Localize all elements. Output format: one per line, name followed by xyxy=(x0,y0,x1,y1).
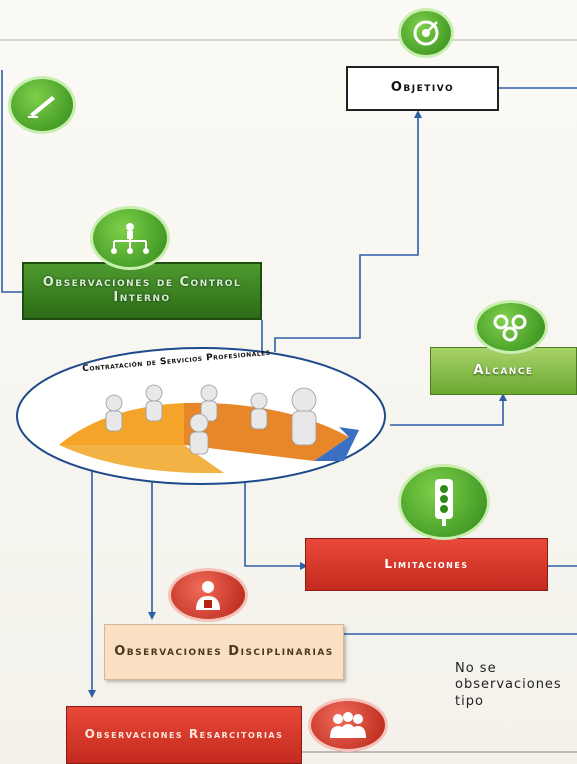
person-icon xyxy=(168,568,248,622)
org-chart-icon xyxy=(90,206,170,270)
center-node xyxy=(14,345,389,487)
note-text: No se observaciones tipo xyxy=(455,661,562,709)
objetivo-box: Objetivo xyxy=(346,66,499,111)
traffic-light-icon xyxy=(398,464,490,540)
pen-icon xyxy=(8,76,76,134)
alcance-box: Alcance xyxy=(430,347,577,395)
resarcitorias-box: Observaciones Resarcitorias xyxy=(66,706,302,764)
target-icon xyxy=(398,8,454,58)
group-icon xyxy=(308,698,388,752)
disciplinarias-box: Observaciones Disciplinarias xyxy=(104,624,344,680)
limitaciones-box: Limitaciones xyxy=(305,538,548,591)
control-interno-box: Observaciones de Control Interno xyxy=(22,262,262,320)
gears-icon xyxy=(474,300,548,354)
